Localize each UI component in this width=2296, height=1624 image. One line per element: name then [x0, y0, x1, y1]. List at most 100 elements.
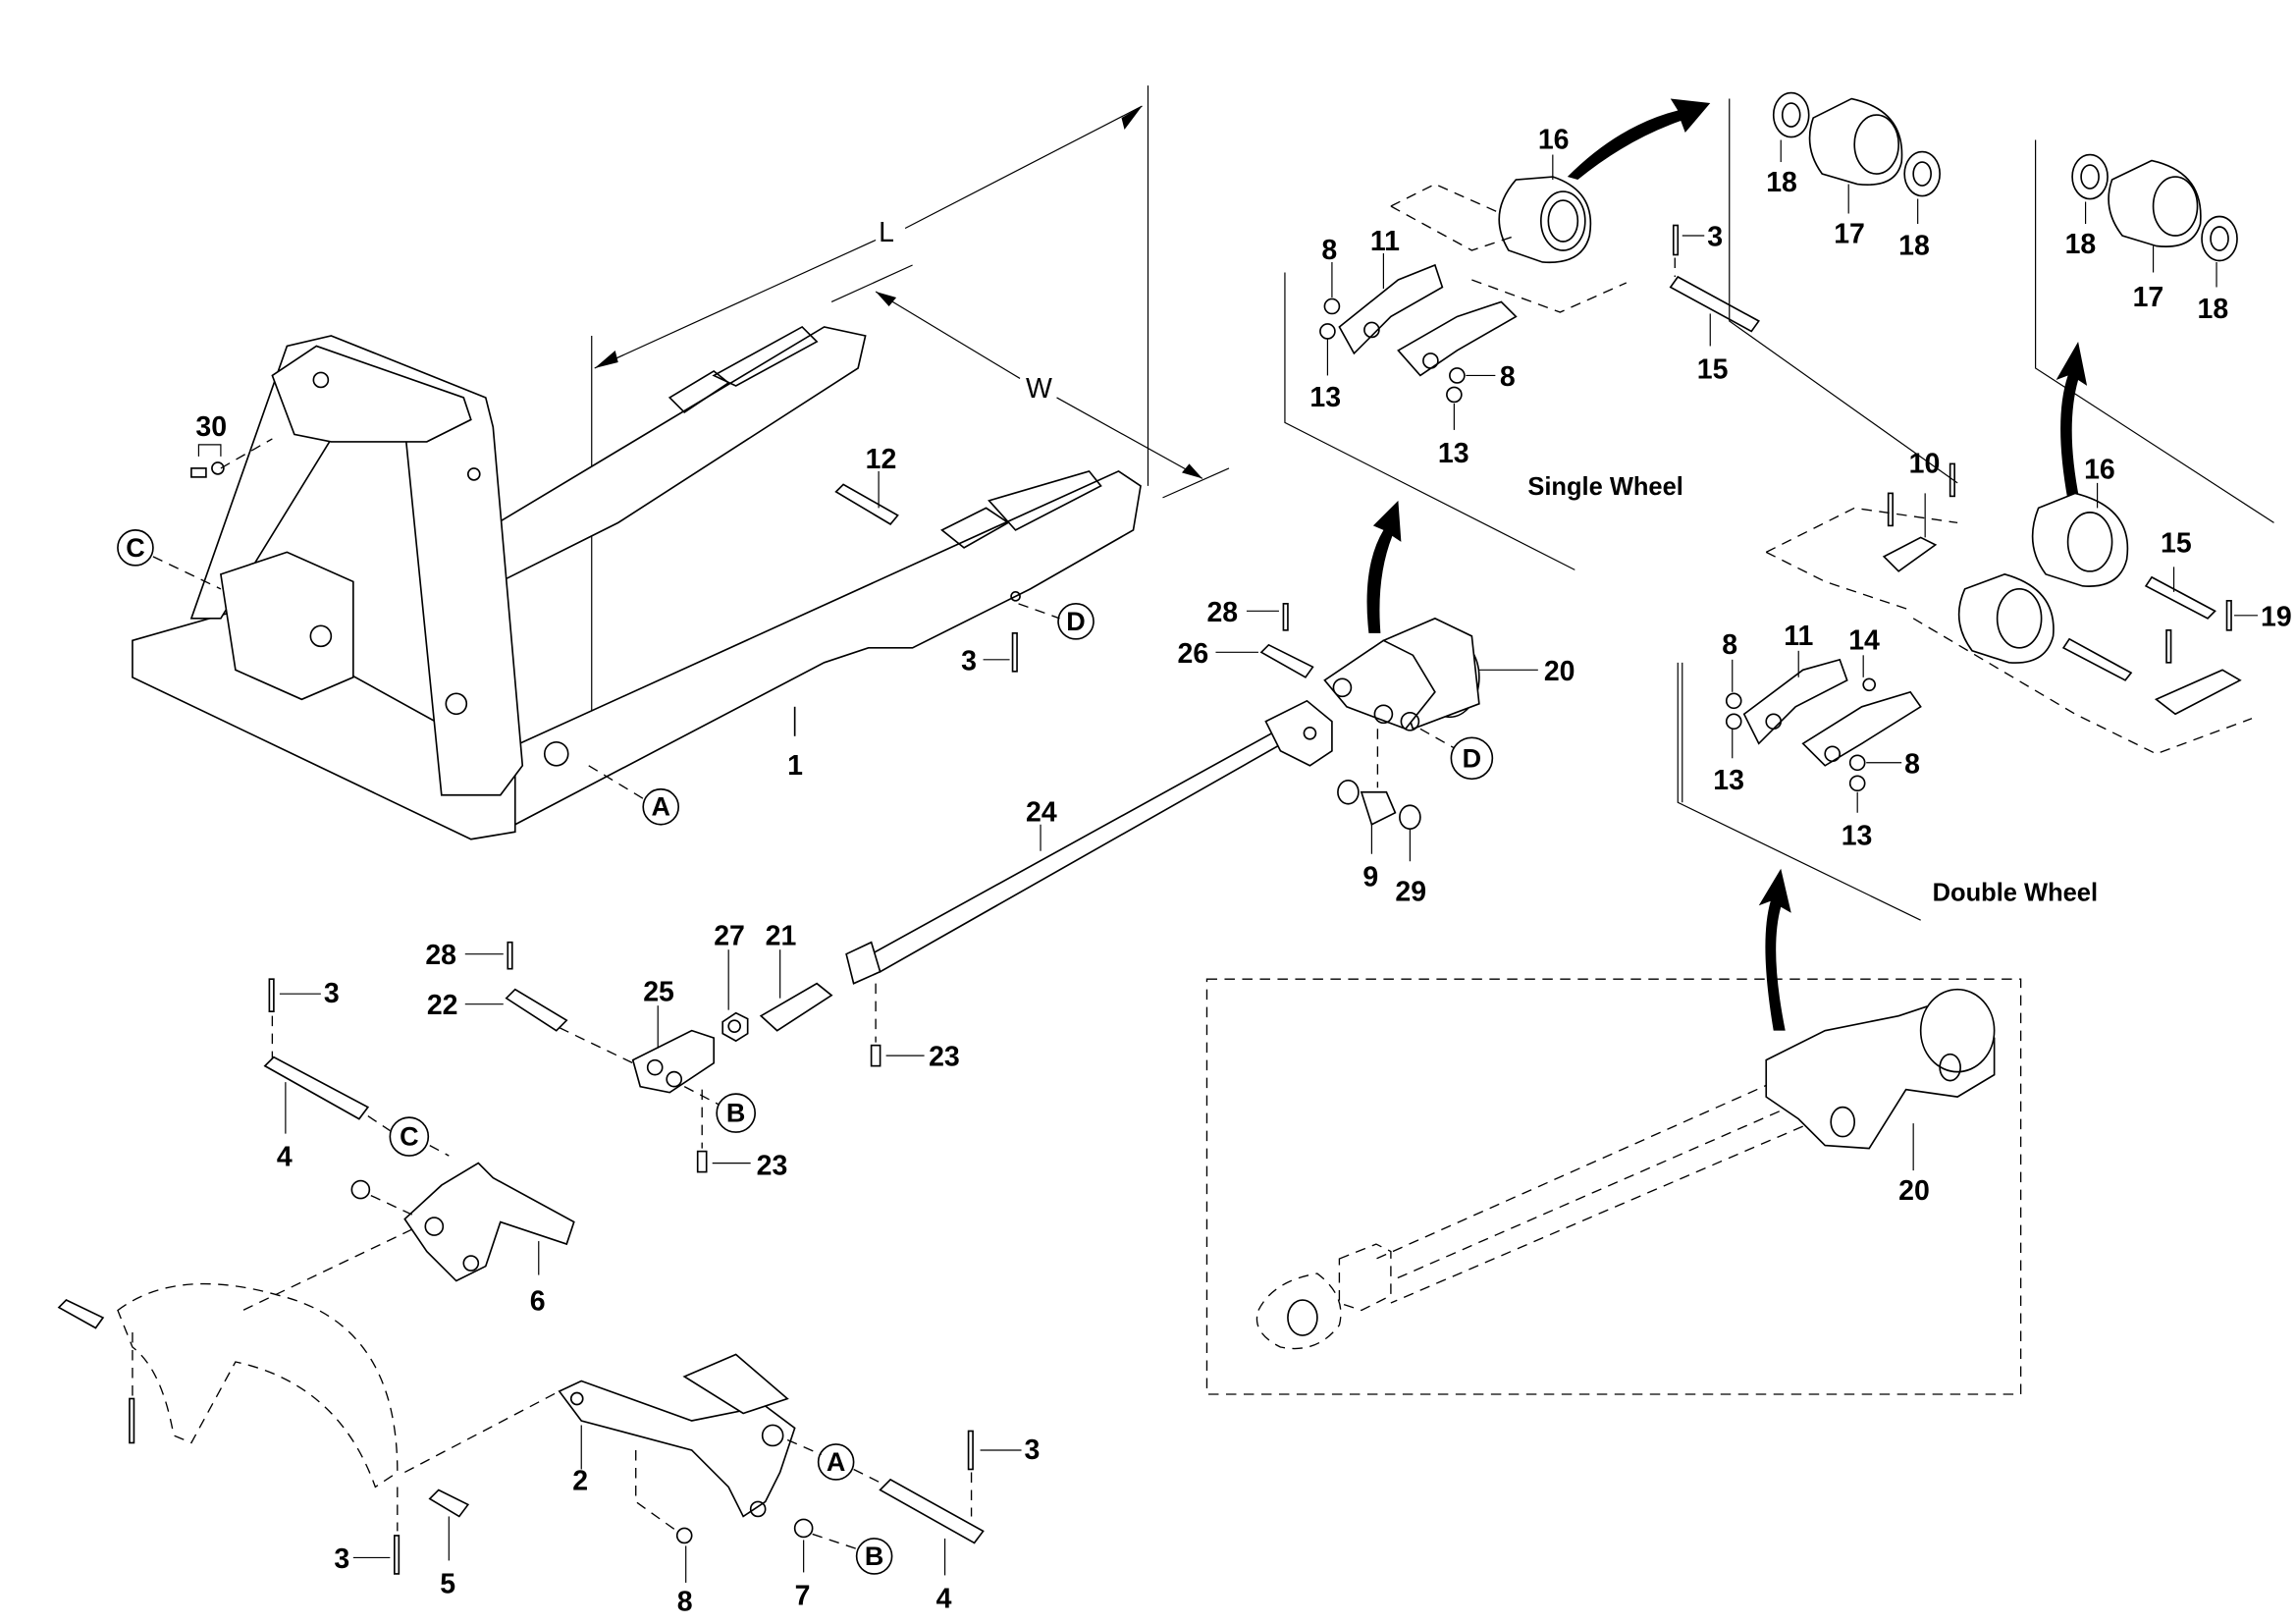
label-part-3-left: 3 [334, 1543, 349, 1575]
pivot-pin-part-4-bottom: 4 [879, 1478, 985, 1614]
ghost-lever-outline [57, 1282, 399, 1489]
label-part-4-bottom: 4 [936, 1583, 952, 1614]
dimension-l: L [591, 85, 1149, 766]
label-part-3-bottom: 3 [1025, 1435, 1041, 1466]
roll-pin-part-3-bottom: 3 [967, 1430, 1041, 1517]
label-part-11-single: 11 [1370, 226, 1400, 257]
push-rod-part-24: 24 [845, 699, 1333, 985]
bushing-part-7: 7 [793, 1518, 814, 1611]
fork-pin-part-12: 12 [834, 444, 899, 525]
label-part-3-single: 3 [1707, 221, 1723, 252]
roll-pin-part-3-top: 3 [268, 978, 340, 1012]
label-part-13-single-left: 13 [1309, 382, 1341, 413]
ref-marker-a-frame: A [588, 765, 680, 826]
label-part-11-double: 11 [1784, 621, 1813, 652]
svg-text:C: C [126, 533, 144, 563]
double-wheel-panel: Double Wheel 10 16 15 19 [1677, 448, 2292, 921]
roll-pin-part-28-clevis: 28 [425, 940, 513, 971]
spacer-tube-part-9: 9 [1337, 729, 1421, 893]
label-part-13-single-bottom: 13 [1438, 438, 1469, 469]
label-part-8-single-top: 8 [1321, 235, 1337, 266]
label-part-18-single-right: 18 [1898, 230, 1930, 261]
bushing-part-29: 29 [1395, 829, 1426, 908]
label-part-18-double-left: 18 [2065, 229, 2097, 260]
clevis-part-25: 25 [631, 977, 716, 1094]
ref-marker-b-clevis: B [683, 1086, 756, 1133]
label-part-12: 12 [866, 444, 897, 475]
label-part-20: 20 [1544, 656, 1575, 687]
label-part-22: 22 [427, 990, 458, 1021]
label-part-8-double-top: 8 [1722, 629, 1737, 661]
dimension-w-label: W [1026, 373, 1052, 405]
roll-pin-part-3-left: 3 [334, 1487, 400, 1575]
set-screw-part-23-rod: 23 [870, 983, 960, 1073]
label-part-25: 25 [643, 977, 674, 1008]
label-part-8-single-right: 8 [1500, 361, 1516, 393]
label-part-23-rod: 23 [929, 1042, 960, 1073]
ref-marker-c-lever: C [367, 1115, 450, 1157]
label-part-13-double-bottom: 13 [1842, 821, 1873, 852]
label-part-8-arm: 8 [677, 1586, 693, 1617]
label-part-6: 6 [530, 1286, 546, 1318]
label-part-7: 7 [795, 1580, 811, 1611]
bearing-panel-double: 18 17 18 [2035, 139, 2274, 523]
dimension-l-label: L [879, 217, 894, 248]
single-wheel-panel: Single Wheel 8 11 13 8 13 16 15 [1284, 98, 1760, 570]
linkage-arm-part-2: 2 [404, 1353, 796, 1518]
double-wheel-caption: Double Wheel [1933, 880, 2098, 907]
bearing-panel-single: 18 17 18 [1729, 91, 1958, 484]
svg-text:A: A [651, 792, 669, 822]
curved-arrow-center [1366, 500, 1402, 633]
label-part-23-clevis: 23 [757, 1151, 788, 1182]
label-part-3-frame: 3 [961, 645, 977, 677]
rocker-lever-part-6: 6 [242, 1162, 575, 1318]
svg-text:D: D [1463, 743, 1481, 773]
frame-part-1: 1 [132, 325, 1142, 840]
label-part-5: 5 [440, 1568, 455, 1599]
assembled-view-inset: 20 [1205, 662, 2022, 1395]
label-part-4-top: 4 [277, 1142, 293, 1173]
label-part-1: 1 [787, 750, 803, 782]
roll-pin-part-28-wheel: 28 [1206, 597, 1289, 631]
label-part-10: 10 [1909, 448, 1941, 479]
label-part-3-top: 3 [324, 978, 340, 1009]
svg-text:B: B [865, 1542, 883, 1571]
single-wheel-caption: Single Wheel [1527, 473, 1682, 501]
lock-nut-part-27: 27 [714, 921, 749, 1043]
label-part-18-double-right: 18 [2198, 294, 2229, 325]
label-part-20-inset: 20 [1898, 1175, 1930, 1207]
label-part-9: 9 [1362, 862, 1378, 893]
label-part-28-clevis: 28 [425, 940, 456, 971]
clevis-pin-part-22: 22 [427, 988, 634, 1064]
dimension-w: W [830, 264, 1230, 499]
bracket-pin-part-26: 26 [1177, 638, 1314, 678]
adjust-screw-part-21: 21 [759, 921, 833, 1032]
label-part-8-double-right: 8 [1904, 748, 1920, 780]
bushing-part-8-arm: 8 [635, 1449, 693, 1617]
pivot-pin-part-4-top: 4 [263, 1015, 370, 1173]
svg-text:A: A [827, 1447, 845, 1477]
label-part-13-double-left: 13 [1713, 765, 1744, 796]
label-part-15-double: 15 [2161, 527, 2192, 559]
ref-marker-c-frame: C [117, 529, 222, 590]
label-part-28-wheel: 28 [1206, 597, 1238, 628]
ref-marker-d-wheel: D [1419, 728, 1494, 781]
label-part-2: 2 [572, 1465, 588, 1496]
bolt-washer-part-30: 30 [190, 411, 273, 478]
label-part-19: 19 [2261, 601, 2292, 632]
label-part-16-single: 16 [1538, 125, 1570, 156]
label-part-16-double: 16 [2084, 454, 2115, 485]
ref-marker-b-arm: B [812, 1533, 893, 1575]
label-part-27: 27 [714, 921, 745, 952]
label-part-26: 26 [1177, 638, 1208, 670]
label-part-30: 30 [195, 411, 227, 443]
ref-marker-a-arm: A [786, 1438, 883, 1486]
svg-text:D: D [1066, 607, 1085, 636]
label-part-21: 21 [766, 921, 797, 952]
svg-text:C: C [400, 1122, 418, 1152]
roll-pin-part-3-frame: 3 [961, 632, 1018, 677]
label-part-24: 24 [1026, 797, 1057, 829]
short-pin-part-5: 5 [428, 1489, 470, 1599]
